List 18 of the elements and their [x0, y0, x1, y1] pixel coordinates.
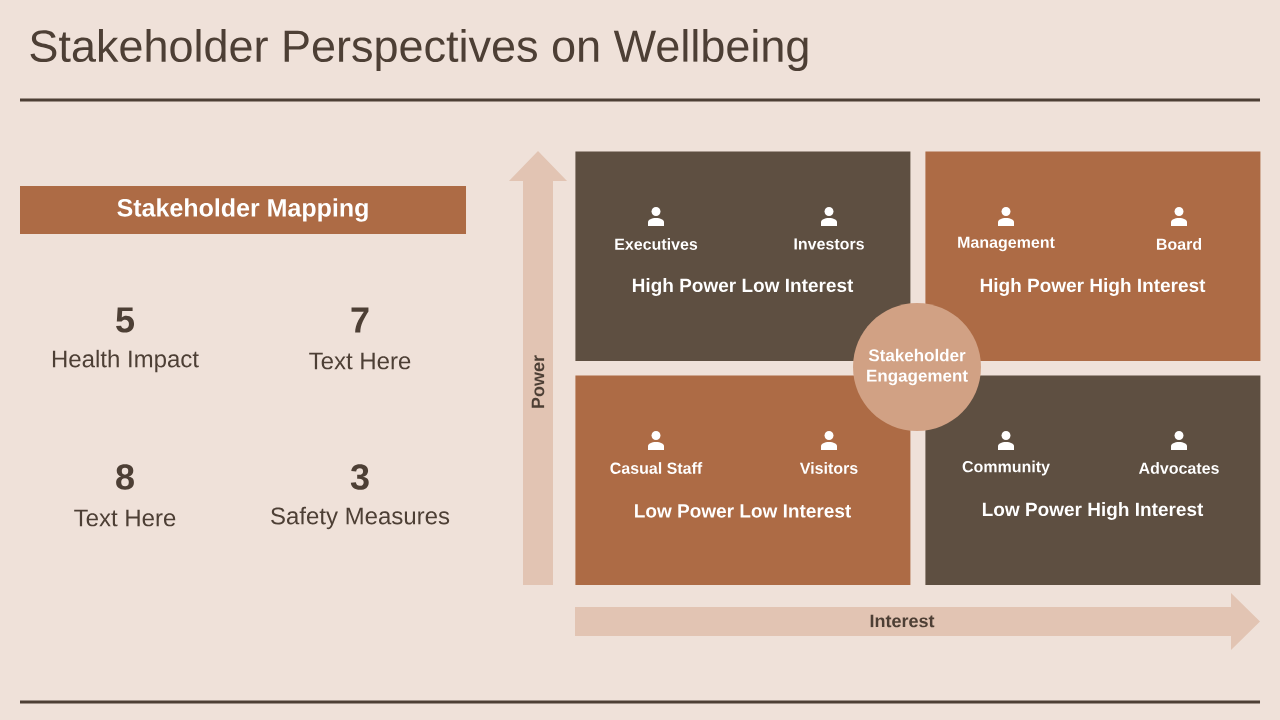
stakeholder-label: Management: [958, 236, 1055, 252]
stakeholder-label: Investors: [794, 238, 864, 250]
stakeholder-label: Advocates: [1138, 462, 1219, 474]
stat-label: Text Here: [309, 352, 411, 370]
stat-label: Safety Measures: [271, 506, 450, 530]
slide-title: Stakeholder Perspectives on Wellbeing: [30, 29, 808, 71]
stat-number: 3: [350, 464, 369, 490]
header-bar: Stakeholder Mapping: [20, 186, 466, 234]
stat-number: 5: [116, 307, 135, 333]
stakeholder-label: Community: [962, 460, 1050, 476]
stakeholder-label: Casual Staff: [610, 462, 703, 474]
stat-label: Text Here: [74, 509, 176, 527]
stakeholder-label: Executives: [615, 238, 698, 250]
stakeholder-label: Board: [1156, 238, 1202, 250]
stat-number: 8: [116, 464, 134, 490]
stat-number: 7: [351, 307, 369, 333]
stat-label: Health Impact: [52, 349, 199, 373]
stakeholder-label: Visitors: [799, 462, 858, 474]
